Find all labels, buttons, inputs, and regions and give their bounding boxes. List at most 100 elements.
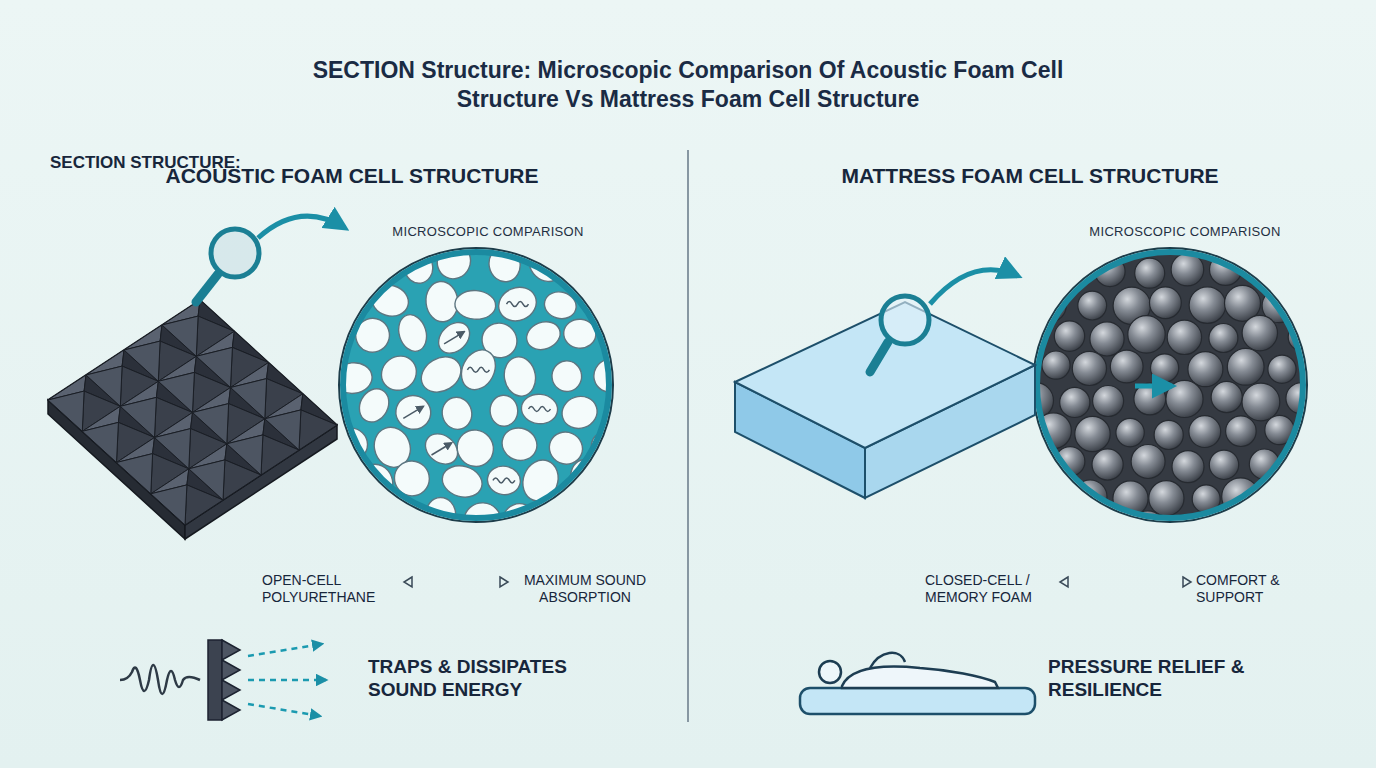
magnified-view: MICROSCOPIC COMPARISON: [339, 248, 613, 522]
panel-wedge: [222, 660, 240, 680]
open-cell-network: [288, 201, 654, 545]
pyramid-facet: [82, 422, 118, 462]
panel-wedge: [222, 680, 240, 700]
magnifier-left: [196, 216, 345, 302]
arm-outline: [870, 653, 905, 668]
dissipation-arrow: [248, 704, 320, 716]
head-outline: [819, 661, 841, 683]
closed-cell-bubbles: [996, 221, 1338, 548]
lens-ring: [1037, 252, 1303, 518]
closed-cell: [1149, 481, 1184, 516]
pointer-triangles: [404, 577, 1191, 587]
pyramid-facet: [265, 410, 301, 450]
acoustic-panel: [48, 300, 337, 539]
closed-cell: [1094, 512, 1130, 548]
sleeper-icon: [800, 653, 1035, 714]
sound-path-arrow: [403, 406, 423, 418]
lens-outline: [1033, 248, 1307, 522]
open-pore: [564, 240, 608, 284]
panel-wedge: [222, 640, 240, 660]
closed-cell: [996, 222, 1029, 255]
closed-cell: [1001, 482, 1031, 512]
closed-cell: [1282, 511, 1314, 543]
sound-path-arrow: [444, 332, 464, 344]
closed-cell: [1042, 351, 1070, 379]
matrix-background: [1035, 250, 1305, 520]
open-pore: [606, 317, 648, 357]
open-pore: [415, 350, 468, 399]
closed-cell: [1242, 509, 1276, 543]
pyramid-facet: [48, 391, 84, 431]
magnifier-glass: [881, 296, 929, 344]
closed-cell: [1150, 287, 1182, 319]
open-pore: [493, 282, 541, 327]
lens-ring: [343, 252, 609, 518]
magnifier-rings: [339, 248, 1307, 522]
closed-cell: [1189, 287, 1226, 324]
closed-cell: [1205, 513, 1240, 548]
open-pore: [424, 280, 460, 324]
panel-edge: [185, 425, 337, 539]
open-pore: [489, 394, 518, 426]
open-pore: [288, 351, 334, 395]
closed-cell: [1131, 445, 1165, 479]
closed-cell: [1209, 324, 1238, 353]
sound-wave: [467, 367, 489, 372]
open-pore: [497, 423, 541, 465]
pyramid-facet: [86, 366, 122, 406]
magnified-view: MICROSCOPIC COMPARISON: [1033, 248, 1307, 522]
closed-cell: [1078, 291, 1107, 320]
compression-arrow: [1135, 384, 1172, 389]
open-pore: [539, 499, 582, 545]
closed-cell: [1242, 383, 1280, 421]
strut-background: [341, 250, 611, 520]
closed-cell: [1302, 286, 1336, 320]
mattress-icon: [800, 688, 1035, 714]
open-pore: [523, 317, 565, 354]
open-pore: [455, 344, 502, 395]
closed-cell: [998, 287, 1031, 320]
pointer-triangle: [500, 577, 508, 587]
panel-heading: ACOUSTIC FOAM CELL STRUCTURE: [100, 163, 604, 188]
material-label: CLOSED-CELL / MEMORY FOAM: [925, 572, 1060, 606]
open-pore: [334, 498, 372, 538]
closed-cell: [1172, 451, 1204, 483]
property-label: COMFORT & SUPPORT: [1196, 572, 1321, 606]
closed-cell: [1092, 449, 1123, 480]
closed-cell: [1093, 386, 1124, 417]
pointer-triangle: [1060, 577, 1068, 587]
closed-cell: [1270, 480, 1299, 509]
closed-cell: [1189, 416, 1221, 448]
zoom-arrow: [930, 270, 1018, 304]
pyramid-facet: [124, 341, 160, 381]
pyramid-facet: [117, 454, 153, 494]
open-pore: [439, 394, 476, 433]
pyramid-facet: [227, 435, 263, 475]
open-pore: [432, 316, 475, 359]
open-pore: [520, 393, 559, 425]
open-pore: [311, 462, 353, 504]
open-pore: [501, 354, 538, 398]
magnifier-handle: [870, 342, 888, 372]
open-pore: [371, 498, 410, 535]
dissipation-arrow: [248, 644, 322, 656]
open-pore: [431, 239, 476, 285]
diagram-title: SECTION Structure: Microscopic Compariso…: [278, 56, 1098, 114]
zoom-arrow: [258, 216, 345, 238]
open-pore: [580, 209, 624, 252]
view-caption: MICROSCOPIC COMPARISON: [351, 224, 625, 239]
magnifier-right: [870, 270, 1018, 372]
panel-face: [48, 300, 337, 525]
open-pore: [607, 245, 654, 296]
open-pore: [292, 427, 323, 470]
function-label: PRESSURE RELIEF & RESILIENCE: [1048, 656, 1253, 702]
pyramid-facet: [158, 372, 194, 412]
closed-cell: [1075, 416, 1110, 451]
pyramid-facet: [151, 485, 187, 525]
open-pore: [307, 241, 354, 288]
pyramid-facet: [155, 429, 191, 469]
panel-heading: MATTRESS FOAM CELL STRUCTURE: [780, 163, 1280, 188]
closed-cell: [1035, 222, 1072, 259]
closed-cell: [1188, 352, 1223, 387]
open-pore: [355, 460, 398, 506]
